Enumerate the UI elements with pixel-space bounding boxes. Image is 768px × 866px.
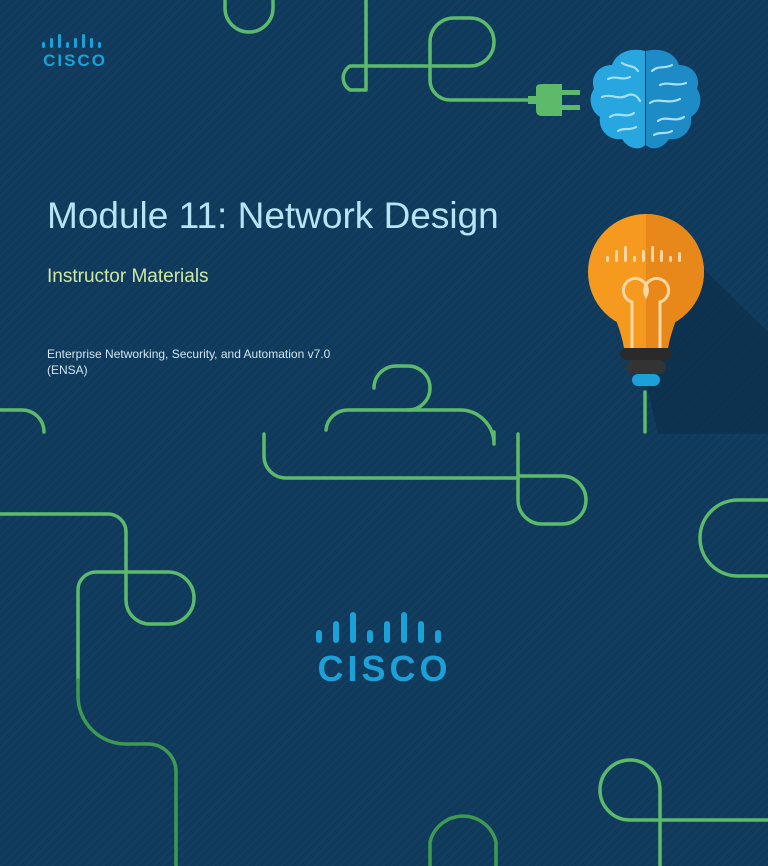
cisco-wordmark-small: CISCO bbox=[43, 51, 107, 70]
cisco-bars-icon-large bbox=[316, 612, 441, 643]
course-name-line1: Enterprise Networking, Security, and Aut… bbox=[47, 347, 331, 361]
course-name: Enterprise Networking, Security, and Aut… bbox=[47, 346, 377, 378]
plug-icon bbox=[528, 84, 580, 116]
slide-title: Module 11: Network Design bbox=[47, 195, 499, 236]
cisco-bars-icon bbox=[42, 34, 101, 48]
cisco-logo-small: CISCO bbox=[40, 34, 110, 70]
lightbulb-icon bbox=[588, 212, 768, 434]
brain-icon bbox=[590, 49, 701, 149]
course-name-line2: (ENSA) bbox=[47, 363, 88, 377]
cisco-logo-large: CISCO bbox=[312, 612, 457, 692]
slide-subtitle: Instructor Materials bbox=[47, 266, 209, 287]
cisco-wordmark-large: CISCO bbox=[317, 648, 452, 689]
